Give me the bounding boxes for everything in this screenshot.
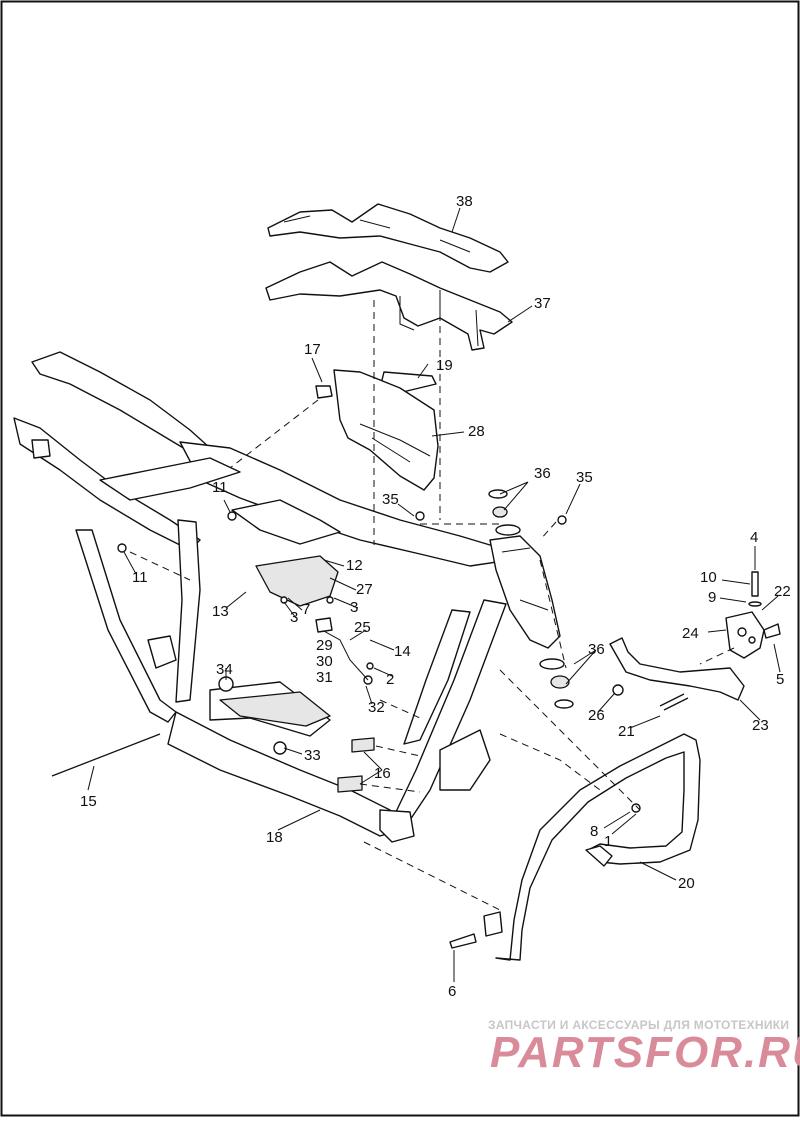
callout-11-upper: 11 (212, 479, 228, 496)
callout-27: 27 (356, 581, 373, 598)
part-9-washer (748, 601, 762, 607)
part-15-rod (51, 733, 161, 777)
callout-2: 2 (386, 671, 394, 688)
callout-13: 13 (212, 603, 229, 620)
callout-1: 1 (604, 833, 612, 850)
callout-11-lower: 11 (132, 569, 148, 586)
callout-34: 34 (216, 661, 233, 678)
callout-14: 14 (394, 643, 411, 660)
callout-32: 32 (368, 699, 385, 716)
callout-17: 17 (304, 341, 321, 358)
part-23-lever (609, 637, 745, 701)
callout-9: 9 (708, 589, 716, 606)
part-16-clamp-lower (337, 775, 363, 793)
watermark-caption: ЗАПЧАСТИ И АКСЕССУАРЫ ДЛЯ МОТОТЕХНИКИ (488, 1018, 790, 1032)
part-36-bearings (488, 489, 574, 709)
callout-36-upper: 36 (534, 465, 551, 482)
part-25-wire (321, 629, 369, 681)
callout-35-left: 35 (382, 491, 399, 508)
callout-38: 38 (456, 193, 473, 210)
callout-18: 18 (266, 829, 283, 846)
callout-16: 16 (374, 765, 391, 782)
callout-24: 24 (682, 625, 699, 642)
part-26-ball (612, 684, 624, 696)
callout-37: 37 (534, 295, 551, 312)
callout-labels: 38 37 17 19 28 36 35 35 11 11 12 27 13 7… (80, 193, 791, 1000)
part-21-spring (659, 693, 689, 711)
leader-lines (87, 207, 781, 982)
frame-hardware (117, 511, 567, 755)
callout-3-right: 3 (350, 599, 358, 616)
callout-3-left: 3 (290, 609, 298, 626)
callout-19: 19 (436, 357, 453, 374)
part-16-clamp-upper (351, 737, 375, 753)
part-5-bolt (763, 623, 781, 639)
part-1-washer (631, 803, 641, 813)
part-20-engine-guard (483, 733, 701, 961)
callout-7: 7 (302, 601, 310, 618)
callout-22: 22 (774, 583, 791, 600)
part-38-cover (267, 203, 509, 273)
callout-8: 8 (590, 823, 598, 840)
part-28-side-cover (333, 369, 439, 491)
callout-23: 23 (752, 717, 769, 734)
callout-26: 26 (588, 707, 605, 724)
callout-30: 30 (316, 653, 333, 670)
alignment-lines (129, 290, 735, 911)
callout-29: 29 (316, 637, 333, 654)
part-4-bolt (751, 571, 759, 597)
callout-5: 5 (776, 671, 784, 688)
part-29-sensor (315, 617, 333, 633)
part-37-tray (265, 261, 513, 351)
callout-4: 4 (750, 529, 758, 546)
callout-6: 6 (448, 983, 456, 1000)
callout-25: 25 (354, 619, 371, 636)
callout-28: 28 (468, 423, 485, 440)
part-17-grommet (315, 385, 333, 399)
callout-21: 21 (618, 723, 635, 740)
part-6-bolt (449, 933, 477, 949)
part-24-bracket (725, 611, 765, 659)
callout-12: 12 (346, 557, 363, 574)
callout-33: 33 (304, 747, 321, 764)
callout-15: 15 (80, 793, 97, 810)
motorcycle-frame (13, 351, 561, 843)
callout-10: 10 (700, 569, 717, 586)
callout-36-lower: 36 (588, 641, 605, 658)
callout-31: 31 (316, 669, 333, 686)
callout-20: 20 (678, 875, 695, 892)
watermark-logo: PARTSFOR.RU (490, 1028, 800, 1077)
callout-35-right: 35 (576, 469, 593, 486)
